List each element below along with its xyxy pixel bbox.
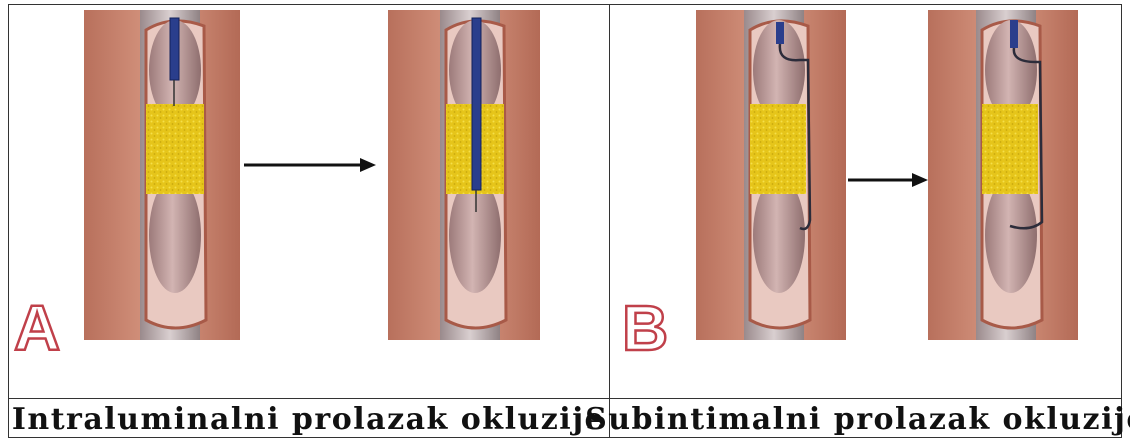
panel-letter-b: B [622,292,668,364]
caption-panel-a: Intraluminalni prolazak okluzije [8,400,609,438]
vessel-b2 [928,10,1078,340]
vessel-b1 [696,10,846,340]
caption-panel-b: Subintimalni prolazak okluzije [610,400,1122,438]
arrow-a [244,158,376,172]
panel-letter-a: A [14,292,60,364]
arrow-b [848,173,928,187]
vessel-illustrations: A B [0,0,1130,400]
vessel-a1 [84,10,240,340]
vessel-a2 [388,10,540,340]
